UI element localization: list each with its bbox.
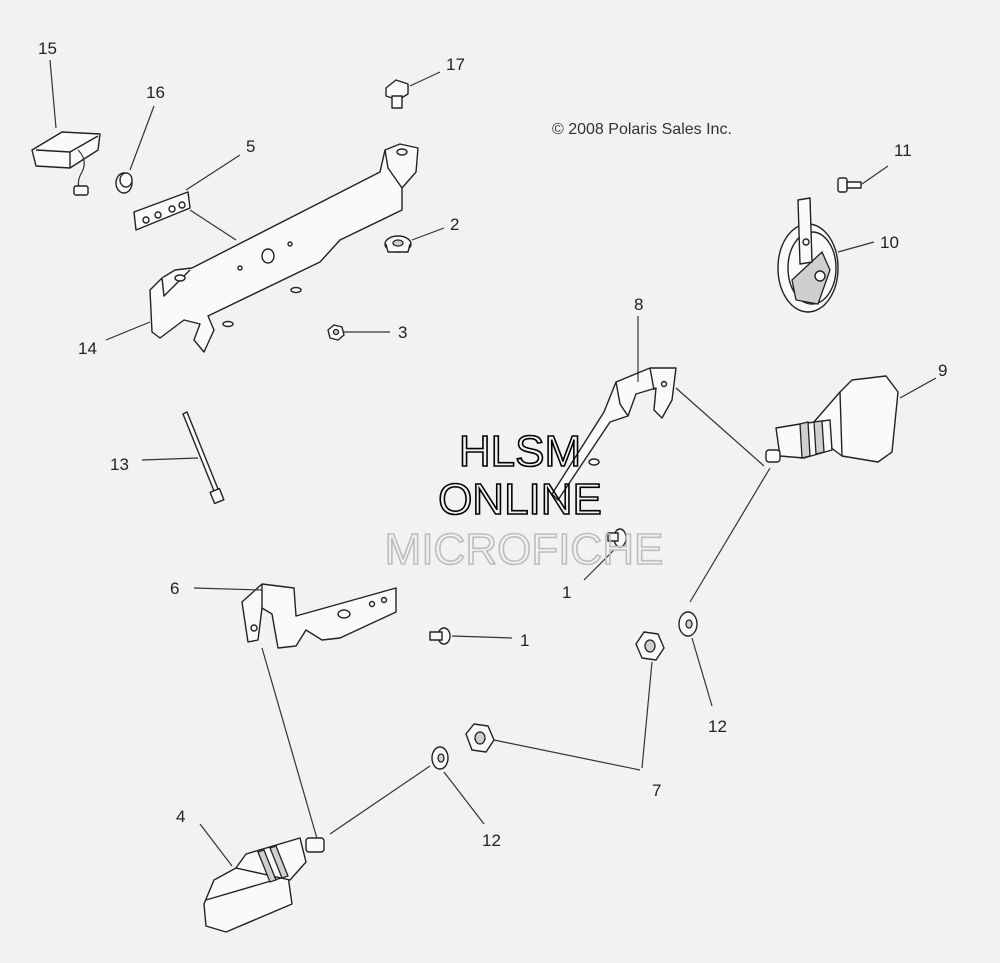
callout-17: 17 (446, 55, 465, 74)
part-5-plate (133, 154, 241, 241)
part-3-small-nut (327, 324, 390, 341)
part-7-nut-left (465, 723, 641, 771)
callout-11: 11 (894, 141, 912, 160)
watermark-line2: ONLINE (438, 475, 602, 524)
callout-16: 16 (146, 83, 165, 102)
callout-10: 10 (880, 233, 899, 252)
part-2-nut (384, 227, 445, 253)
copyright-text: © 2008 Polaris Sales Inc. (552, 121, 732, 138)
part-6-left-bracket (193, 583, 397, 843)
part-12-washer-right (678, 611, 713, 707)
part-7-nut-right (635, 631, 665, 769)
part-1-screw-lower (429, 627, 513, 645)
watermark-line3: MICROFICHE (385, 525, 664, 574)
callout-1-lower: 1 (520, 631, 529, 650)
callout-4: 4 (176, 807, 185, 826)
callout-13: 13 (110, 455, 129, 474)
callout-1-upper: 1 (562, 583, 571, 602)
part-13-cable-tie (141, 411, 225, 505)
watermark-line1: HLSM (459, 427, 581, 476)
part-10-horn (777, 197, 875, 313)
part-12-washer-left (329, 746, 485, 835)
callout-2: 2 (450, 215, 459, 234)
callout-12-right: 12 (708, 717, 727, 736)
part-11-screw (837, 165, 889, 193)
callout-7: 7 (652, 781, 661, 800)
part-17-bolt (385, 71, 441, 109)
part-14-main-bracket (105, 143, 419, 353)
part-4-left-signal (199, 823, 325, 933)
part-16-grommet (115, 105, 155, 194)
callout-3: 3 (398, 323, 407, 342)
callout-14: 14 (78, 339, 97, 358)
callout-15: 15 (38, 39, 57, 58)
part-8-right-bracket (551, 316, 765, 501)
part-15-tail-light (31, 59, 101, 196)
part-1-screw-upper (583, 528, 627, 581)
part-9-right-signal (689, 375, 937, 603)
watermark: HLSM ONLINE MICROFICHE (384, 426, 664, 575)
callout-9: 9 (938, 361, 947, 380)
callout-6: 6 (170, 579, 179, 598)
callout-12-left: 12 (482, 831, 501, 850)
callout-5: 5 (246, 137, 255, 156)
callout-8: 8 (634, 295, 643, 314)
